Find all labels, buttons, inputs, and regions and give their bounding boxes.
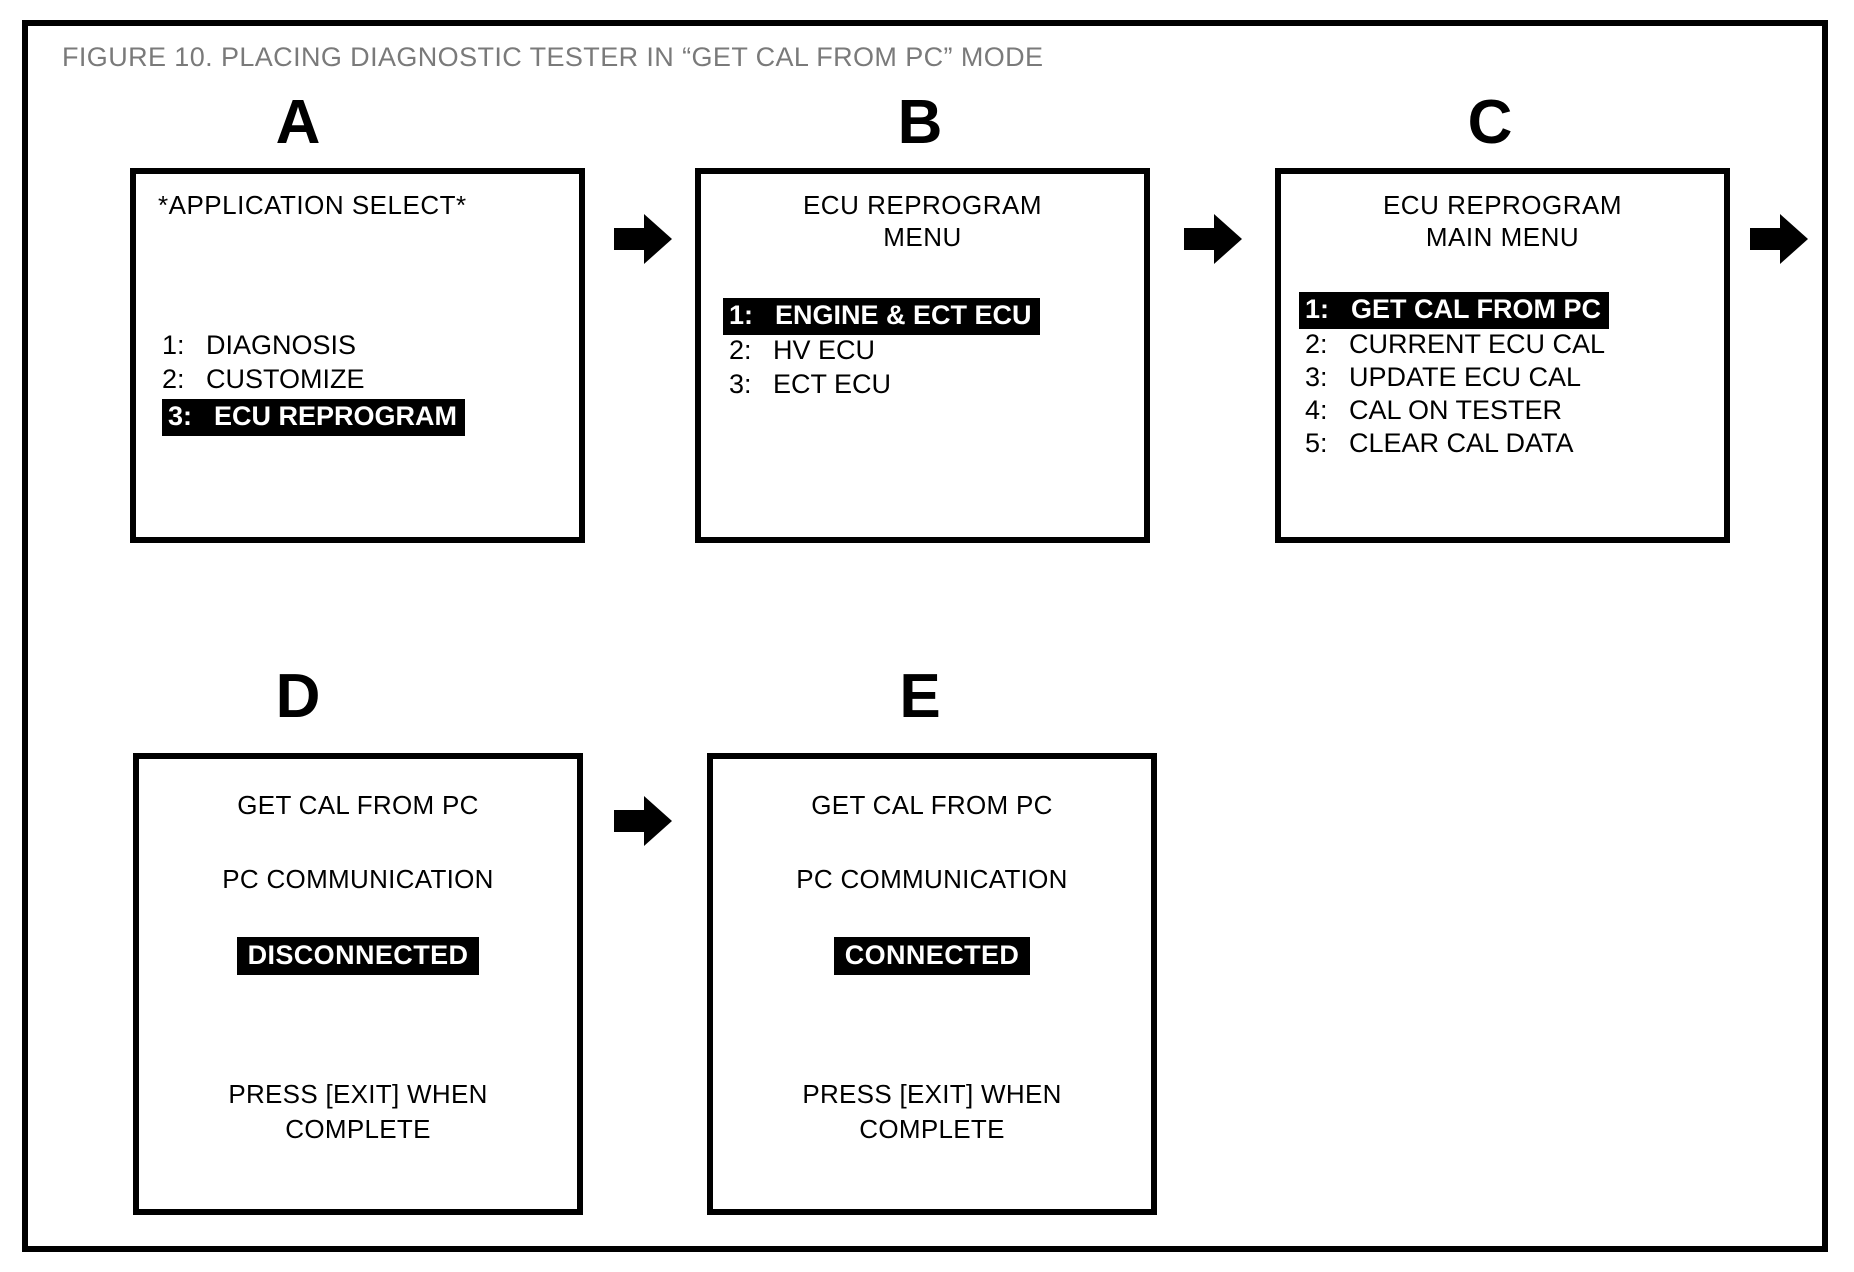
panel-letter-c: C — [1467, 88, 1513, 157]
menu-item-number: 4: — [1305, 395, 1328, 425]
panel-b-menu: 1: ENGINE & ECT ECU 2: HV ECU 3: ECT ECU — [723, 298, 1040, 402]
panel-e-footer-line2: COMPLETE — [859, 1114, 1005, 1144]
panel-b-title-line1: ECU REPROGRAM — [802, 190, 1043, 220]
menu-item[interactable]: 1: DIAGNOSIS — [162, 329, 465, 363]
panel-d-line1: GET CAL FROM PC — [237, 790, 479, 820]
menu-item[interactable]: 2: CUSTOMIZE — [162, 363, 465, 397]
figure-caption: FIGURE 10. PLACING DIAGNOSTIC TESTER IN … — [62, 42, 1044, 72]
panel-d-footer-line1: PRESS [EXIT] WHEN — [228, 1079, 488, 1109]
menu-item-label: CAL ON TESTER — [1349, 395, 1563, 425]
status-badge: CONNECTED — [833, 937, 1031, 975]
menu-item[interactable]: 3: ECT ECU — [729, 368, 1040, 402]
panel-c-title-line2: MAIN MENU — [1425, 222, 1580, 252]
menu-item-label: HV ECU — [773, 335, 876, 365]
menu-item-selected[interactable]: 1: GET CAL FROM PC — [1299, 292, 1610, 329]
panel-b-title-line2: MENU — [883, 222, 962, 252]
panel-e-footer-line1: PRESS [EXIT] WHEN — [802, 1079, 1062, 1109]
menu-item[interactable]: 4: CAL ON TESTER — [1305, 394, 1609, 428]
panel-d-line2: PC COMMUNICATION — [222, 864, 494, 894]
menu-item-number: 1: — [1305, 294, 1330, 324]
arrow-d-to-e — [612, 790, 674, 852]
menu-item-number: 3: — [168, 401, 193, 431]
arrow-c-to-next — [1748, 208, 1810, 270]
menu-item-label: ECT ECU — [773, 369, 892, 399]
panel-letter-a: A — [275, 88, 321, 157]
menu-item-number: 2: — [1305, 329, 1328, 359]
menu-item-label: CUSTOMIZE — [206, 364, 365, 394]
menu-item-label: DIAGNOSIS — [206, 330, 357, 360]
menu-item-number: 2: — [162, 364, 185, 394]
menu-item[interactable]: 3: UPDATE ECU CAL — [1305, 361, 1609, 395]
menu-item[interactable]: 2: CURRENT ECU CAL — [1305, 328, 1609, 362]
menu-item-label: ECU REPROGRAM — [214, 401, 458, 431]
menu-item-number: 5: — [1305, 428, 1328, 458]
menu-item-number: 3: — [1305, 362, 1328, 392]
arrow-b-to-c — [1182, 208, 1244, 270]
screen-panel-a: *APPLICATION SELECT* 1: DIAGNOSIS 2: CUSTO… — [130, 168, 585, 543]
menu-item[interactable]: 2: HV ECU — [729, 334, 1040, 368]
menu-item-number: 1: — [162, 330, 185, 360]
menu-item-label: CURRENT ECU CAL — [1349, 329, 1606, 359]
panel-letter-d: D — [275, 662, 321, 731]
menu-item-label: ENGINE & ECT ECU — [775, 300, 1032, 330]
panel-c-title-line1: ECU REPROGRAM — [1382, 190, 1623, 220]
screen-panel-b: ECU REPROGRAM MENU 1: ENGINE & ECT ECU 2:… — [695, 168, 1150, 543]
screen-panel-d: GET CAL FROM PC PC COMMUNICATION DISCONN… — [133, 753, 583, 1215]
menu-item-selected[interactable]: 1: ENGINE & ECT ECU — [723, 298, 1040, 335]
panel-letter-e: E — [899, 662, 941, 731]
panel-a-menu: 1: DIAGNOSIS 2: CUSTOMIZE 3: ECU REPROGRAM — [162, 329, 466, 436]
panel-letter-b: B — [897, 88, 943, 157]
menu-item-number: 1: — [729, 300, 754, 330]
menu-item[interactable]: 5: CLEAR CAL DATA — [1305, 427, 1609, 461]
menu-item-label: UPDATE ECU CAL — [1349, 362, 1582, 392]
menu-item-label: CLEAR CAL DATA — [1349, 428, 1574, 458]
screen-panel-e: GET CAL FROM PC PC COMMUNICATION CONNECT… — [707, 753, 1157, 1215]
menu-item-label: GET CAL FROM PC — [1351, 294, 1602, 324]
status-badge: DISCONNECTED — [236, 937, 480, 975]
menu-item-selected[interactable]: 3: ECU REPROGRAM — [162, 399, 466, 436]
arrow-a-to-b — [612, 208, 674, 270]
menu-item-number: 2: — [729, 335, 752, 365]
panel-c-menu: 1: GET CAL FROM PC 2: CURRENT ECU CAL 3: UP… — [1299, 292, 1610, 461]
screen-panel-c: ECU REPROGRAM MAIN MENU 1: GET CAL FROM P… — [1275, 168, 1730, 543]
panel-e-line1: GET CAL FROM PC — [811, 790, 1053, 820]
panel-e-line2: PC COMMUNICATION — [796, 864, 1068, 894]
panel-a-title: *APPLICATION SELECT* — [158, 190, 467, 220]
menu-item-number: 3: — [729, 369, 752, 399]
panel-d-footer-line2: COMPLETE — [285, 1114, 431, 1144]
